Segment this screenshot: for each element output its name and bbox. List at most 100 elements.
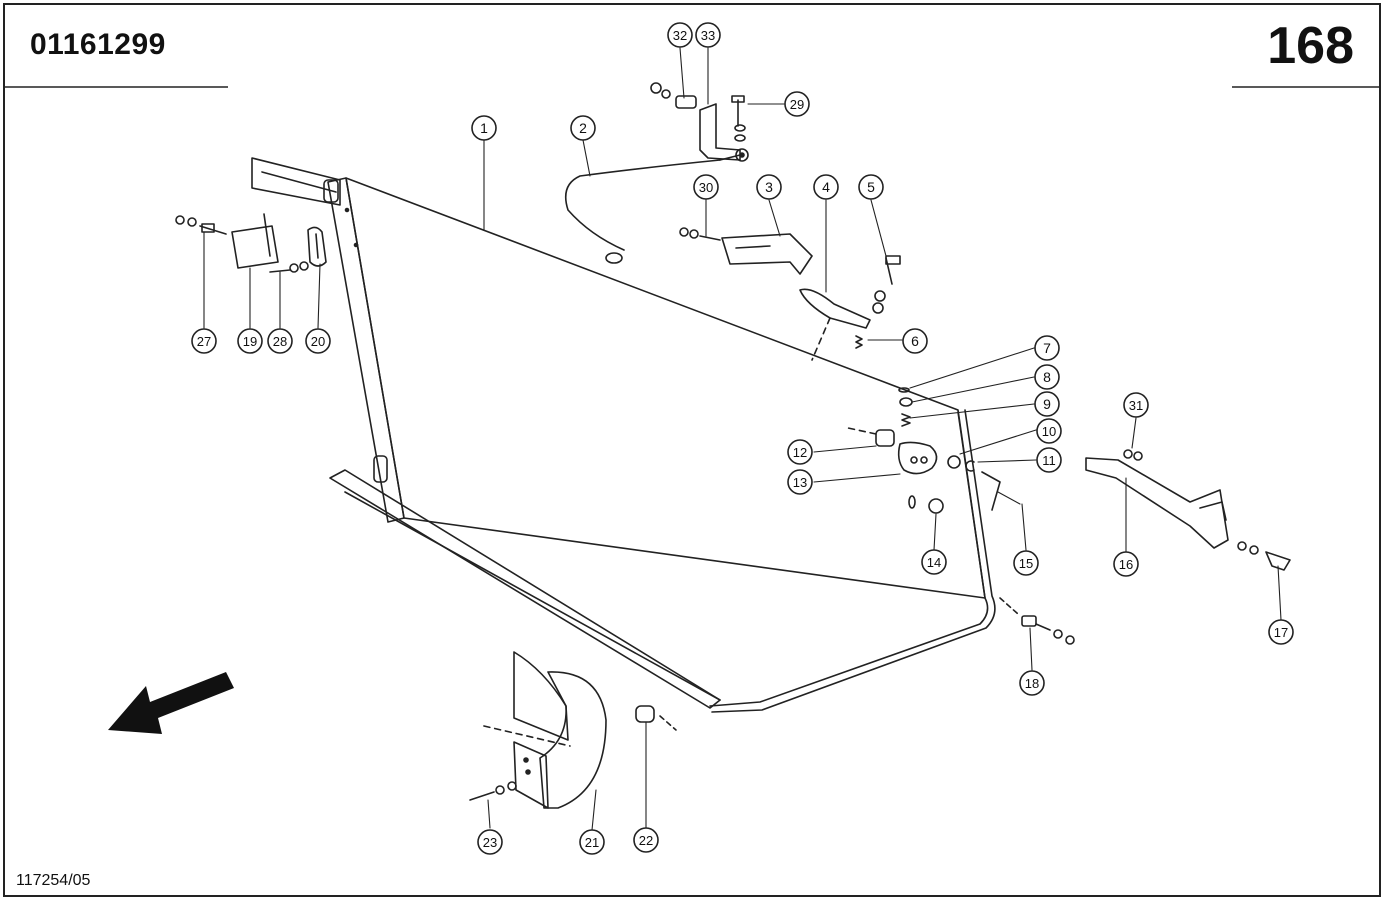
document-number: 01161299 bbox=[30, 28, 166, 61]
bracket-33 bbox=[650, 82, 749, 162]
bolt-18 bbox=[999, 597, 1075, 645]
callout-6: 6 bbox=[902, 328, 928, 354]
callout-17: 17 bbox=[1268, 619, 1294, 645]
callout-label: 13 bbox=[793, 475, 807, 490]
callout-circle bbox=[237, 328, 263, 354]
callout-circle bbox=[1019, 670, 1045, 696]
callout-label: 29 bbox=[790, 97, 804, 112]
callout-label: 30 bbox=[699, 180, 713, 195]
callout-circle bbox=[787, 469, 813, 495]
callout-23: 23 bbox=[477, 829, 503, 855]
callout-label: 7 bbox=[1043, 340, 1051, 356]
callout-12: 12 bbox=[787, 439, 813, 465]
callout-label: 19 bbox=[243, 334, 257, 349]
bracket-16 bbox=[1085, 449, 1291, 571]
callout-label: 14 bbox=[927, 555, 941, 570]
callout-circle bbox=[305, 328, 331, 354]
callout-label: 23 bbox=[483, 835, 497, 850]
callout-5: 5 bbox=[858, 174, 884, 200]
callout-33: 33 bbox=[695, 22, 721, 48]
callout-circle bbox=[1034, 335, 1060, 361]
callout-circle bbox=[633, 827, 659, 853]
direction-arrow-icon bbox=[108, 672, 234, 734]
callout-circle bbox=[570, 115, 596, 141]
callout-label: 8 bbox=[1043, 369, 1051, 385]
callout-label: 22 bbox=[639, 833, 653, 848]
callout-circle bbox=[921, 549, 947, 575]
callout-circle bbox=[858, 174, 884, 200]
callout-4: 4 bbox=[813, 174, 839, 200]
spring-6 bbox=[855, 335, 863, 349]
callout-label: 4 bbox=[822, 179, 830, 195]
callout-8: 8 bbox=[1034, 364, 1060, 390]
callout-circle bbox=[784, 91, 810, 117]
callout-label: 2 bbox=[579, 120, 587, 136]
callout-15: 15 bbox=[1013, 550, 1039, 576]
callout-29: 29 bbox=[784, 91, 810, 117]
callout-label: 18 bbox=[1025, 676, 1039, 691]
callout-27: 27 bbox=[191, 328, 217, 354]
callout-circle bbox=[477, 829, 503, 855]
callout-label: 10 bbox=[1042, 424, 1056, 439]
callout-14: 14 bbox=[921, 549, 947, 575]
callout-label: 11 bbox=[1042, 453, 1056, 468]
callout-label: 9 bbox=[1043, 396, 1051, 412]
ground-cable bbox=[564, 154, 741, 264]
callout-label: 31 bbox=[1129, 398, 1143, 413]
callout-label: 5 bbox=[867, 179, 875, 195]
callout-circle bbox=[1268, 619, 1294, 645]
callout-label: 27 bbox=[197, 334, 211, 349]
cap-22 bbox=[635, 705, 677, 731]
callout-3: 3 bbox=[756, 174, 782, 200]
callout-label: 17 bbox=[1274, 625, 1288, 640]
callout-circle bbox=[902, 328, 928, 354]
callout-circle bbox=[813, 174, 839, 200]
bracket-3 bbox=[679, 227, 813, 275]
callout-label: 3 bbox=[765, 179, 773, 195]
callout-circle bbox=[1113, 551, 1139, 577]
callout-label: 32 bbox=[673, 28, 687, 43]
callout-18: 18 bbox=[1019, 670, 1045, 696]
callout-circle bbox=[579, 829, 605, 855]
callout-label: 15 bbox=[1019, 556, 1033, 571]
callout-circle bbox=[1036, 418, 1062, 444]
callout-2: 2 bbox=[570, 115, 596, 141]
callout-circle bbox=[1036, 447, 1062, 473]
plate-4 bbox=[799, 288, 871, 361]
callout-30: 30 bbox=[693, 174, 719, 200]
callout-10: 10 bbox=[1036, 418, 1062, 444]
callout-circle bbox=[471, 115, 497, 141]
callout-circle bbox=[1034, 364, 1060, 390]
callout-32: 32 bbox=[667, 22, 693, 48]
callout-circle bbox=[693, 174, 719, 200]
callout-16: 16 bbox=[1113, 551, 1139, 577]
callout-circle bbox=[756, 174, 782, 200]
callout-7: 7 bbox=[1034, 335, 1060, 361]
callout-label: 21 bbox=[585, 835, 599, 850]
callout-label: 1 bbox=[480, 120, 488, 136]
callout-circle bbox=[1013, 550, 1039, 576]
callout-circle bbox=[191, 328, 217, 354]
callout-21: 21 bbox=[579, 829, 605, 855]
reference-code: 117254/05 bbox=[16, 872, 91, 889]
callout-label: 20 bbox=[311, 334, 325, 349]
callout-22: 22 bbox=[633, 827, 659, 853]
callout-label: 28 bbox=[273, 334, 287, 349]
callout-circle bbox=[695, 22, 721, 48]
page-number: 168 bbox=[1267, 17, 1354, 75]
guard-21 bbox=[469, 651, 607, 809]
bolt-5 bbox=[872, 255, 901, 314]
callout-circle bbox=[787, 439, 813, 465]
callout-31: 31 bbox=[1123, 392, 1149, 418]
callout-label: 33 bbox=[701, 28, 715, 43]
callout-20: 20 bbox=[305, 328, 331, 354]
callout-9: 9 bbox=[1034, 391, 1060, 417]
page-border bbox=[3, 3, 1381, 897]
callout-label: 6 bbox=[911, 333, 919, 349]
callout-label: 16 bbox=[1119, 557, 1133, 572]
callout-circle bbox=[1034, 391, 1060, 417]
callout-circle bbox=[1123, 392, 1149, 418]
callout-11: 11 bbox=[1036, 447, 1062, 473]
